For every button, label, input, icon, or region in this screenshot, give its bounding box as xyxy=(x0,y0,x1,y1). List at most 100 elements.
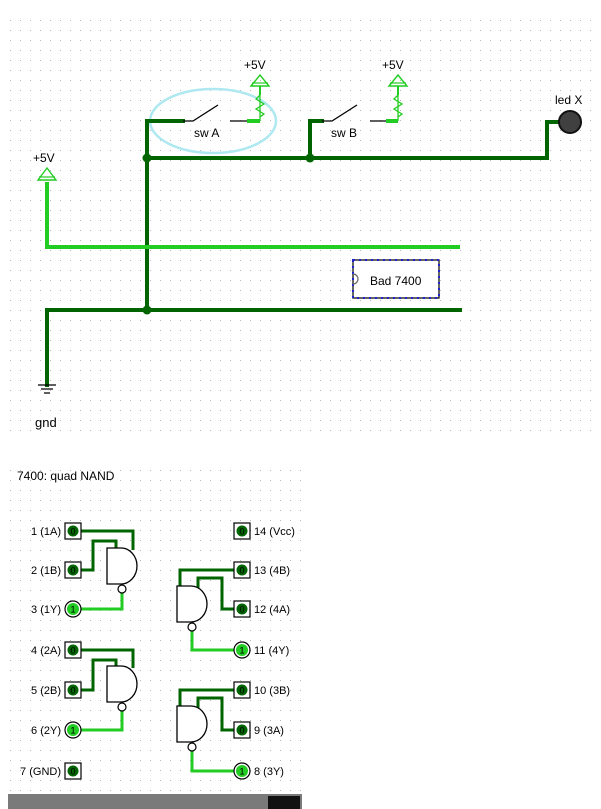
pin-10[interactable]: 0 10 (3B) xyxy=(233,681,290,699)
subcircuit-scrollbar-track[interactable] xyxy=(8,794,302,809)
pin-value: 0 xyxy=(70,646,75,656)
chip-bad-7400[interactable]: Bad 7400 xyxy=(352,259,440,299)
led-label: led X xyxy=(555,93,582,107)
subcircuit-wire xyxy=(81,587,124,611)
subcircuit-grid xyxy=(8,462,304,794)
input-pin-fill xyxy=(236,603,248,615)
nand-gate-symbol xyxy=(176,705,208,752)
pin-label: 10 (3B) xyxy=(254,685,290,697)
input-pin-fill xyxy=(67,684,79,696)
ground-label: gnd xyxy=(35,415,57,430)
pin-label: 6 (2Y) xyxy=(31,725,61,737)
pin-8[interactable]: 1 8 (3Y) xyxy=(233,762,284,780)
switch-a[interactable]: sw A xyxy=(183,104,247,140)
input-pin-fill xyxy=(236,724,248,736)
subcircuit-wire xyxy=(196,576,234,611)
pin-value: 1 xyxy=(239,646,244,656)
pin-label: 7 (GND) xyxy=(20,766,61,778)
pin-2[interactable]: 0 2 (1B) xyxy=(31,561,82,579)
pin-label: 1 (1A) xyxy=(31,526,61,538)
input-pin-fill xyxy=(236,684,248,696)
subcircuit-wire xyxy=(196,696,234,732)
subcircuit-wire xyxy=(81,658,118,692)
led-x[interactable]: led X xyxy=(555,93,582,134)
pin-label: 5 (2B) xyxy=(31,685,61,697)
subcircuit-wire xyxy=(190,746,234,773)
subcircuit-pins: 0 1 (1A) 0 2 (1B) 1 3 (1Y) 0 4 (2A) 0 5 (2B) 1 6 (2… xyxy=(20,522,295,780)
input-pin-fill xyxy=(236,525,248,537)
pin-1[interactable]: 0 1 (1A) xyxy=(31,522,82,540)
main-grid xyxy=(8,20,598,438)
ground-symbol[interactable]: gnd xyxy=(35,384,57,430)
subcircuit-wires xyxy=(81,529,234,773)
subcircuit-wire xyxy=(190,626,234,652)
subcircuit-wire xyxy=(178,568,234,588)
pin-4[interactable]: 0 4 (2A) xyxy=(31,641,82,659)
pin-value: 0 xyxy=(70,566,75,576)
pin-label: 2 (1B) xyxy=(31,565,61,577)
pin-12[interactable]: 0 12 (4A) xyxy=(233,600,290,618)
pin-label: 4 (2A) xyxy=(31,645,61,657)
switch-b-label: sw B xyxy=(331,126,357,140)
pin-label: 9 (3A) xyxy=(254,725,284,737)
input-pin-fill xyxy=(67,564,79,576)
pin-5[interactable]: 0 5 (2B) xyxy=(31,681,82,699)
vcc-source-left[interactable]: +5V xyxy=(33,151,58,181)
pin-value: 0 xyxy=(70,686,75,696)
wire-output-bus[interactable] xyxy=(145,120,560,160)
pin-value: 0 xyxy=(239,527,244,537)
junction-dot xyxy=(142,153,152,163)
vcc-label: +5V xyxy=(33,151,55,165)
pin-label: 11 (4Y) xyxy=(254,645,289,657)
pullup-resistor-a[interactable]: +5V xyxy=(244,58,271,121)
vcc-label: +5V xyxy=(244,58,266,72)
subcircuit-wire xyxy=(81,539,118,572)
pin-6[interactable]: 1 6 (2Y) xyxy=(31,721,82,739)
subcircuit-wire xyxy=(81,529,135,550)
pin-label: 3 (1Y) xyxy=(31,604,61,616)
pin-value: 0 xyxy=(239,686,244,696)
input-pin-fill xyxy=(67,525,79,537)
output-pin-fill xyxy=(236,644,248,656)
output-pin-fill xyxy=(67,724,79,736)
pin-value: 1 xyxy=(70,726,75,736)
input-pin-fill xyxy=(236,564,248,576)
pin-value: 0 xyxy=(70,767,75,777)
pullup-resistor-b[interactable]: +5V xyxy=(382,58,409,121)
subcircuit-gates xyxy=(106,547,208,752)
nand-gate-symbol xyxy=(106,547,138,594)
pin-label: 12 (4A) xyxy=(254,604,290,616)
junction-dot xyxy=(142,305,152,315)
main-circuit: sw A +5V sw B +5V led X xyxy=(33,58,582,430)
subcircuit-wire xyxy=(81,648,135,668)
pin-13[interactable]: 0 13 (4B) xyxy=(233,561,290,579)
pin-value: 0 xyxy=(70,527,75,537)
subcircuit-wire xyxy=(81,706,124,732)
pin-14[interactable]: 0 14 (Vcc) xyxy=(233,522,295,540)
subcircuit-scrollbar-thumb[interactable] xyxy=(268,796,300,809)
nand-gate-symbol xyxy=(176,585,208,632)
pin-label: 13 (4B) xyxy=(254,565,290,577)
wire-vcc-bus[interactable] xyxy=(45,182,460,249)
pin-label: 14 (Vcc) xyxy=(254,526,295,538)
output-pin-fill xyxy=(236,765,248,777)
vcc-label: +5V xyxy=(382,58,404,72)
input-pin-fill xyxy=(67,644,79,656)
pin-7[interactable]: 0 7 (GND) xyxy=(20,762,82,780)
output-pin-fill xyxy=(67,603,79,615)
pin-3[interactable]: 1 3 (1Y) xyxy=(31,600,82,618)
pin-value: 0 xyxy=(239,566,244,576)
subcircuit-title: 7400: quad NAND xyxy=(17,469,115,483)
pin-value: 0 xyxy=(239,605,244,615)
pin-11[interactable]: 1 11 (4Y) xyxy=(233,641,289,659)
switch-a-label: sw A xyxy=(194,126,219,140)
pin-9[interactable]: 0 9 (3A) xyxy=(233,721,284,739)
pin-value: 0 xyxy=(239,726,244,736)
switch-b[interactable]: sw B xyxy=(322,104,386,140)
nand-gate-symbol xyxy=(106,665,138,712)
wire-swb-left[interactable] xyxy=(308,119,324,160)
pin-value: 1 xyxy=(239,767,244,777)
pin-label: 8 (3Y) xyxy=(254,766,284,778)
pin-value: 1 xyxy=(70,605,75,615)
